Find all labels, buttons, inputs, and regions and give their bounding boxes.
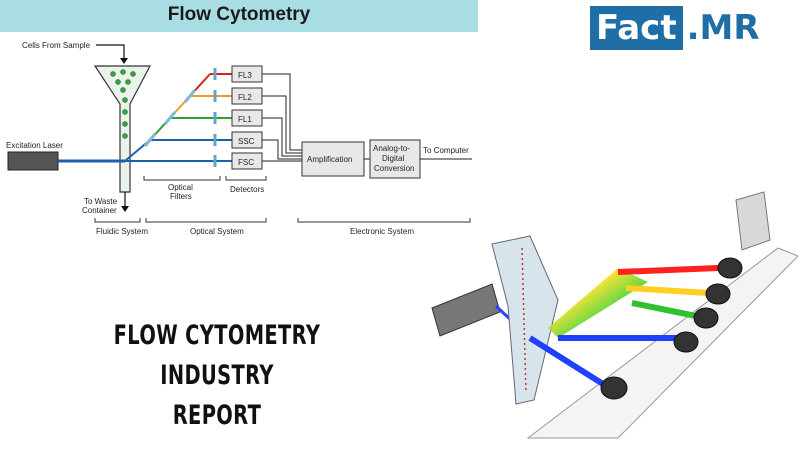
cell [122,133,128,139]
cell [110,71,116,77]
cells-group [110,69,136,139]
wire [262,117,302,157]
title-bar [0,0,478,32]
waste-label-1: To Waste [84,197,118,206]
optical-filters-label-2: Filters [170,192,192,201]
pmt-detector-icon [600,376,628,400]
laser-label: Excitation Laser [6,141,63,150]
pmt-detector-icon [693,307,719,329]
adc-label-1: Analog-to- [373,144,410,153]
green-beam [631,300,697,319]
adc-box [369,139,421,179]
red-beam [617,265,719,275]
cell [122,97,128,103]
factmr-logo: Fact .MR [590,6,760,50]
pmt-detector-icon [673,331,699,353]
mirror [183,89,197,103]
flow-cytometry-diagram: Cells From Sample Excitation Laser [6,41,472,236]
report-title-line-2: REPORT [172,400,262,431]
brackets [94,176,471,223]
mirror [163,111,177,125]
adc-label-3: Conversion [374,164,414,173]
waste-label-2: Container [82,206,117,215]
laser-box [7,151,59,171]
pmt-detector-icon [717,257,743,279]
cytometer-3d-illustration [431,191,798,439]
mirrors [143,89,197,147]
electronic-system-label: Electronic System [350,227,414,236]
detector-wires [262,73,302,162]
wire [262,95,302,154]
computer-tower-icon [735,191,771,251]
pmt-detector-icon [705,283,731,305]
fluidic-bracket [94,218,141,223]
detector-boxes [231,65,263,170]
cells-arrow [96,44,125,60]
report-title: FLOW CYTOMETRY INDUSTRY REPORT [105,316,328,436]
logo-rest-text: .MR [686,8,760,48]
base-plate [526,247,798,439]
detector-fl1-label: FL1 [238,115,252,124]
cells-arrowhead [120,58,128,64]
yellow-beam [625,285,709,296]
optical-bracket [145,218,267,223]
page-title: Flow Cytometry [167,4,311,25]
detector-fsc-label: FSC [238,158,254,167]
mirror [143,133,157,147]
laser-block [431,283,501,337]
amplification-label: Amplification [307,155,352,164]
logo-box-text: Fact [590,6,683,50]
detector-fl2-label: FL2 [238,93,252,102]
report-title-line-1: FLOW CYTOMETRY INDUSTRY [113,320,321,391]
cell [120,69,126,75]
pmt-detectors [600,257,743,400]
wire [262,139,302,160]
optical-system-label: Optical System [190,227,244,236]
electronic-bracket [297,218,471,223]
wire [262,73,302,151]
detectors-section-label: Detectors [230,185,264,194]
fluidic-system-label: Fluidic System [96,227,148,236]
detectors-bracket [225,176,267,181]
to-computer-label: To Computer [423,146,469,155]
filters-bracket [143,176,221,181]
flow-nozzle [491,235,559,405]
cell [130,71,136,77]
dispersed-spectrum [548,268,648,338]
cell [122,109,128,115]
waste-arrowhead [121,206,129,212]
optical-filters-label-1: Optical [168,183,193,192]
detector-ssc-label: SSC [238,137,255,146]
funnel [93,65,151,193]
detector-fl3-label: FL3 [238,71,252,80]
blue-beam-lower [528,335,605,387]
cell [122,121,128,127]
cell [115,79,121,85]
sample-stream [521,247,527,394]
cells-from-sample-label: Cells From Sample [22,41,91,50]
cell [125,79,131,85]
adc-label-2: Digital [382,154,404,163]
cell [120,87,126,93]
